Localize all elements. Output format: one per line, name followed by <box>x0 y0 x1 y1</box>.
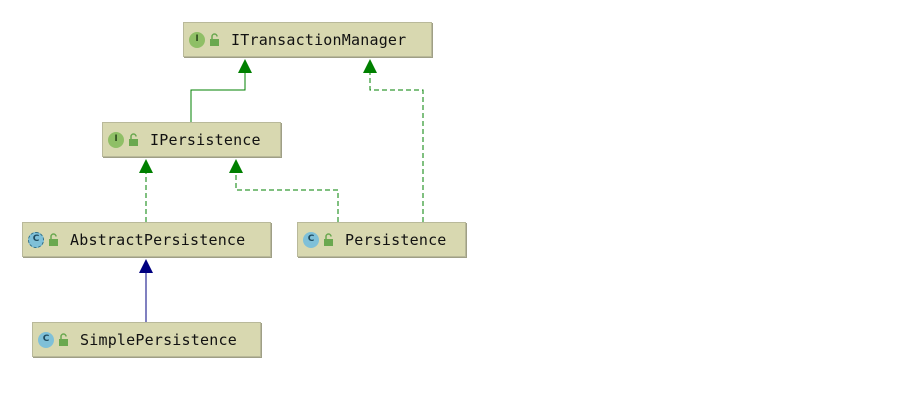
node-itransactionmanager[interactable]: I ITransactionManager <box>183 22 432 57</box>
edge-persistence-implements-itransactionmanager <box>369 72 424 222</box>
edge-ipersistence-extends-itransactionmanager <box>190 72 246 122</box>
abstract-class-icon: C <box>28 231 44 248</box>
arrowhead-ipersistence-right <box>229 159 243 173</box>
unlocked-lock-icon <box>129 132 138 146</box>
node-simplepersistence[interactable]: C SimplePersistence <box>32 322 261 357</box>
node-abstractpersistence[interactable]: C AbstractPersistence <box>22 222 271 257</box>
arrowhead-itransactionmanager-right <box>363 59 377 73</box>
unlocked-lock-icon <box>324 232 333 246</box>
node-name: SimplePersistence <box>80 330 237 349</box>
interface-icon: I <box>189 31 205 48</box>
arrowhead-abstractpersistence <box>139 259 153 273</box>
node-name: AbstractPersistence <box>70 230 246 249</box>
node-name: ITransactionManager <box>231 30 407 49</box>
node-ipersistence[interactable]: I IPersistence <box>102 122 281 157</box>
unlocked-lock-icon <box>210 32 219 46</box>
node-name: IPersistence <box>150 130 261 149</box>
arrowhead-itransactionmanager-left <box>238 59 252 73</box>
class-icon: C <box>38 331 54 348</box>
interface-icon: I <box>108 131 124 148</box>
arrowhead-ipersistence-left <box>139 159 153 173</box>
unlocked-lock-icon <box>49 232 58 246</box>
node-name: Persistence <box>345 230 447 249</box>
unlocked-lock-icon <box>59 332 68 346</box>
edge-persistence-implements-ipersistence <box>235 172 339 222</box>
class-icon: C <box>303 231 319 248</box>
node-persistence[interactable]: C Persistence <box>297 222 466 257</box>
